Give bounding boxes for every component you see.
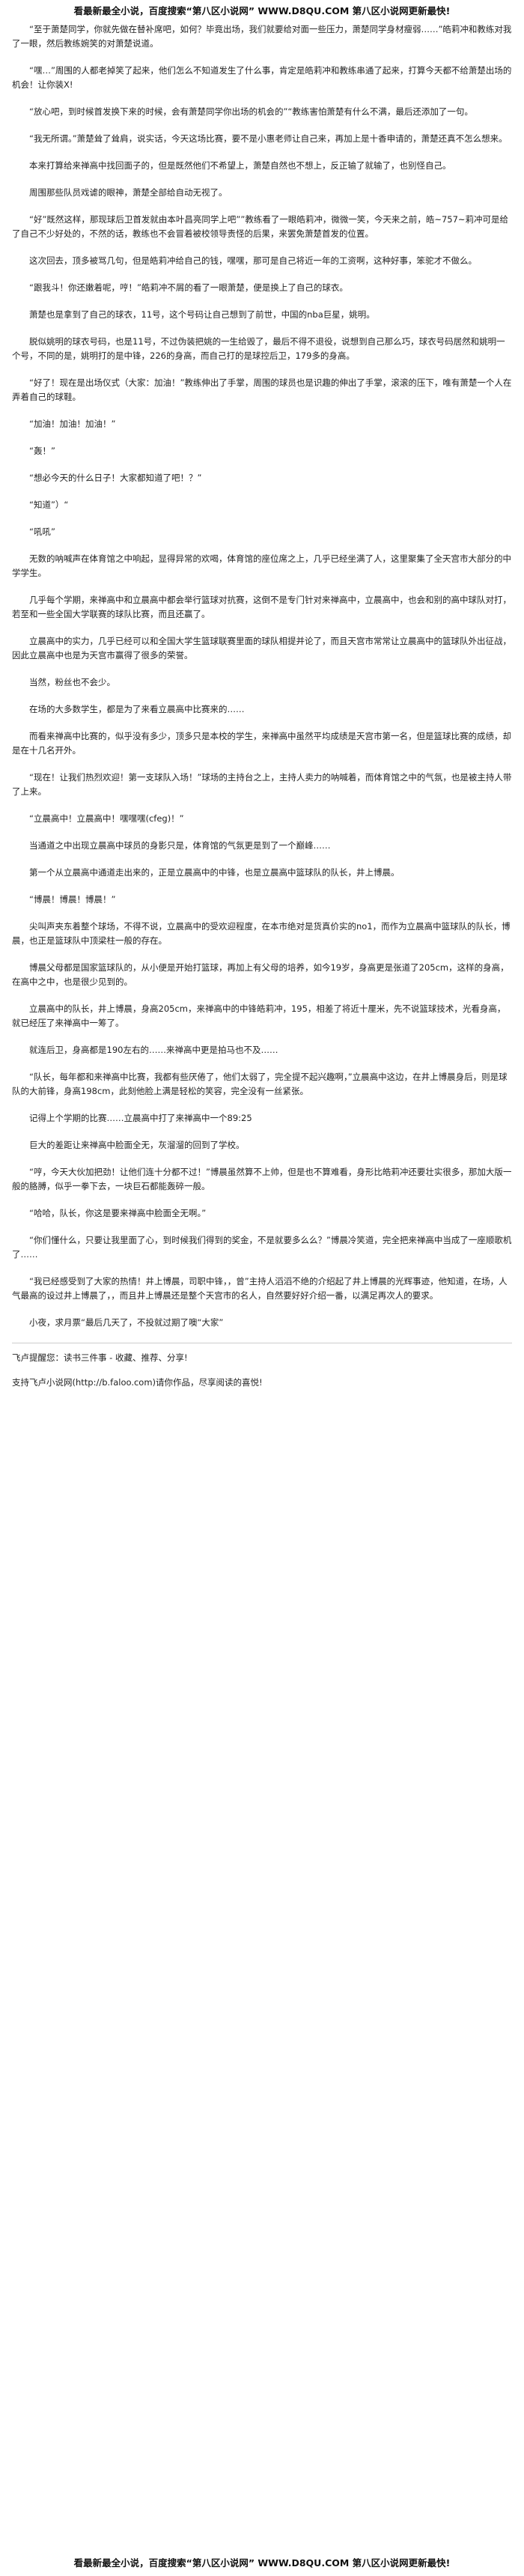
paragraph: “轰！” (29, 446, 55, 456)
paragraph: “加油！加油！加油！” (29, 419, 116, 429)
paragraph: “现在！让我们热烈欢迎！第一支球队入场！”球场的主持台之上，主持人卖力的呐喊着，… (12, 772, 512, 797)
paragraph: 无数的呐喊声在体育馆之中响起，显得异常的欢喝，体育馆的座位席之上，几乎已经坐满了… (12, 553, 511, 578)
paragraph: 脱似姚明的球衣号码，也是11号，不过伪装把姚的一生给毁了，最后不得不退役，说想到… (12, 336, 505, 361)
paragraph: “我已经感受到了大家的热情！井上博晨，司职中锋，，曾”主持人滔滔不绝的介绍起了井… (12, 1276, 508, 1301)
paragraph: 周围那些队员戏谑的眼神，萧楚全部给自动无视了。 (29, 187, 228, 198)
paragraph: 尖叫声夹东着整个球场，不得不说，立晨高中的受欢迎程度，在本市绝对是货真价实的no… (12, 921, 511, 946)
paragraph: 记得上个学期的比赛……立晨高中打了来禅高中一个89:25 (29, 1113, 252, 1123)
paragraph: “放心吧，到时候首发换下来的时候，会有萧楚同学你出场的机会的”“教练害怕萧楚有什… (29, 106, 473, 117)
paragraph: 立晨高中的队长，井上博晨，身高205cm，来禅高中的中锋皓莉冲，195，相差了将… (12, 1003, 506, 1028)
paragraph: 就连后卫，身高都是190左右的……来禅高中更是拍马也不及…… (29, 1045, 278, 1055)
paragraph: “立晨高中！立晨高中！嘿嘿嘿(cfeg)！” (29, 813, 184, 824)
paragraph: 立晨高中的实力，几乎已经可以和全国大学生篮球联赛里面的球队相提并论了，而且天宫市… (12, 636, 511, 660)
paragraph: “队长，每年都和来禅高中比赛，我都有些厌倦了，他们太弱了，完全提不起兴趣啊，”立… (12, 1072, 508, 1096)
paragraph: “知道”）“ (29, 499, 69, 510)
chapter-body: “至于萧楚同学，你就先做在替补席吧，如何？毕竟出场，我们就要给对面一些压力，萧楚… (12, 22, 512, 1330)
paragraph: “嘿…”周围的人都老掉笑了起来，他们怎么不知道发生了什么事，肯定是皓莉冲和教练串… (12, 65, 512, 90)
paragraph: 几乎每个学期，来禅高中和立晨高中都会举行篮球对抗赛，这倒不是专门针对来禅高中，立… (12, 595, 511, 619)
paragraph: 第一个从立晨高中通道走出来的，正是立晨高中的中锋，也是立晨高中篮球队的队长，井上… (29, 867, 400, 878)
paragraph: “想必今天的什么日子！大家都知道了吧！？” (29, 473, 202, 483)
paragraph: 萧楚也是拿到了自己的球衣，11号，这个号码让自己想到了前世，中国的nba巨星，姚… (29, 309, 375, 320)
paragraph: “博晨！博晨！博晨！” (29, 894, 116, 905)
paragraph: “我无所谓。”萧楚耸了耸肩，说实话，今天这场比赛，要不是小惠老师让自己来，再加上… (29, 133, 508, 144)
paragraph: 本来打算给来禅高中找回面子的，但是既然他们不希望上，萧楚自然也不想上，反正输了就… (29, 160, 451, 171)
paragraph: 在场的大多数学生，都是为了来看立晨高中比赛来的…… (29, 704, 245, 714)
paragraph: 巨大的差距让来禅高中脸面全无，灰溜溜的回到了学校。 (29, 1140, 245, 1150)
paragraph: 而看来禅高中比赛的，似乎没有多少，顶多只是本校的学生，来禅高中虽然平均成绩是天宫… (12, 731, 511, 756)
paragraph: “哼，今天大伙加把劲！让他们连十分都不过！”博晨虽然算不上帅，但是也不算难看，身… (12, 1167, 512, 1191)
paragraph: 博晨父母都是国家篮球队的，从小便是开始打篮球，再加上有父母的培养，如今19岁，身… (12, 962, 509, 987)
paragraph: “哈哈，队长，你这是要来禅高中脸面全无啊。” (29, 1208, 207, 1218)
paragraph: “至于萧楚同学，你就先做在替补席吧，如何？毕竟出场，我们就要给对面一些压力，萧楚… (12, 24, 512, 49)
site-banner-top: 看最新最全小说，百度搜索“第八区小说网” WWW.D8QU.COM 第八区小说网… (73, 5, 451, 16)
paragraph: “好”既然这样，那现球后卫首发就由本叶昌亮同学上吧””教练看了一眼皓莉冲，微微一… (12, 214, 509, 239)
footer-reminder: 飞卢提醒您：读书三件事 - 收藏、推荐、分享! (12, 1352, 188, 1363)
paragraph: 小夜，求月票“最后几天了，不投就过期了噢“大家” (29, 1317, 224, 1328)
paragraph: “你们懂什么，只要让我里面了心，到时候我们得到的奖金，不是就要多么么？”博晨冷笑… (12, 1235, 512, 1260)
paragraph: “吼吼” (29, 526, 55, 537)
paragraph: 当然，粉丝也不会少。 (29, 677, 115, 687)
paragraph: 当通道之中出现立晨高中球员的身影只是，体育馆的气氛更是到了一个巅峰…… (29, 840, 331, 851)
paragraph: “跟我斗！你还嫩着呢，哼！”皓莉冲不屑的看了一眼萧楚，便是换上了自己的球衣。 (29, 282, 348, 293)
paragraph: 这次回去，顶多被骂几句，但是皓莉冲给自己的钱，嘿嘿，那可是自己将近一年的工资啊，… (29, 255, 477, 266)
paragraph: “好了！现在是出场仪式（大家：加油！”教练伸出了手掌，周围的球员也是识趣的伸出了… (12, 377, 512, 402)
site-banner-bottom: 看最新最全小说，百度搜索“第八区小说网” WWW.D8QU.COM 第八区小说网… (73, 2557, 451, 2569)
footer-support-link[interactable]: 支持飞卢小说网(http://b.faloo.com)请你作品，尽享阅读的喜悦! (12, 1377, 263, 1388)
